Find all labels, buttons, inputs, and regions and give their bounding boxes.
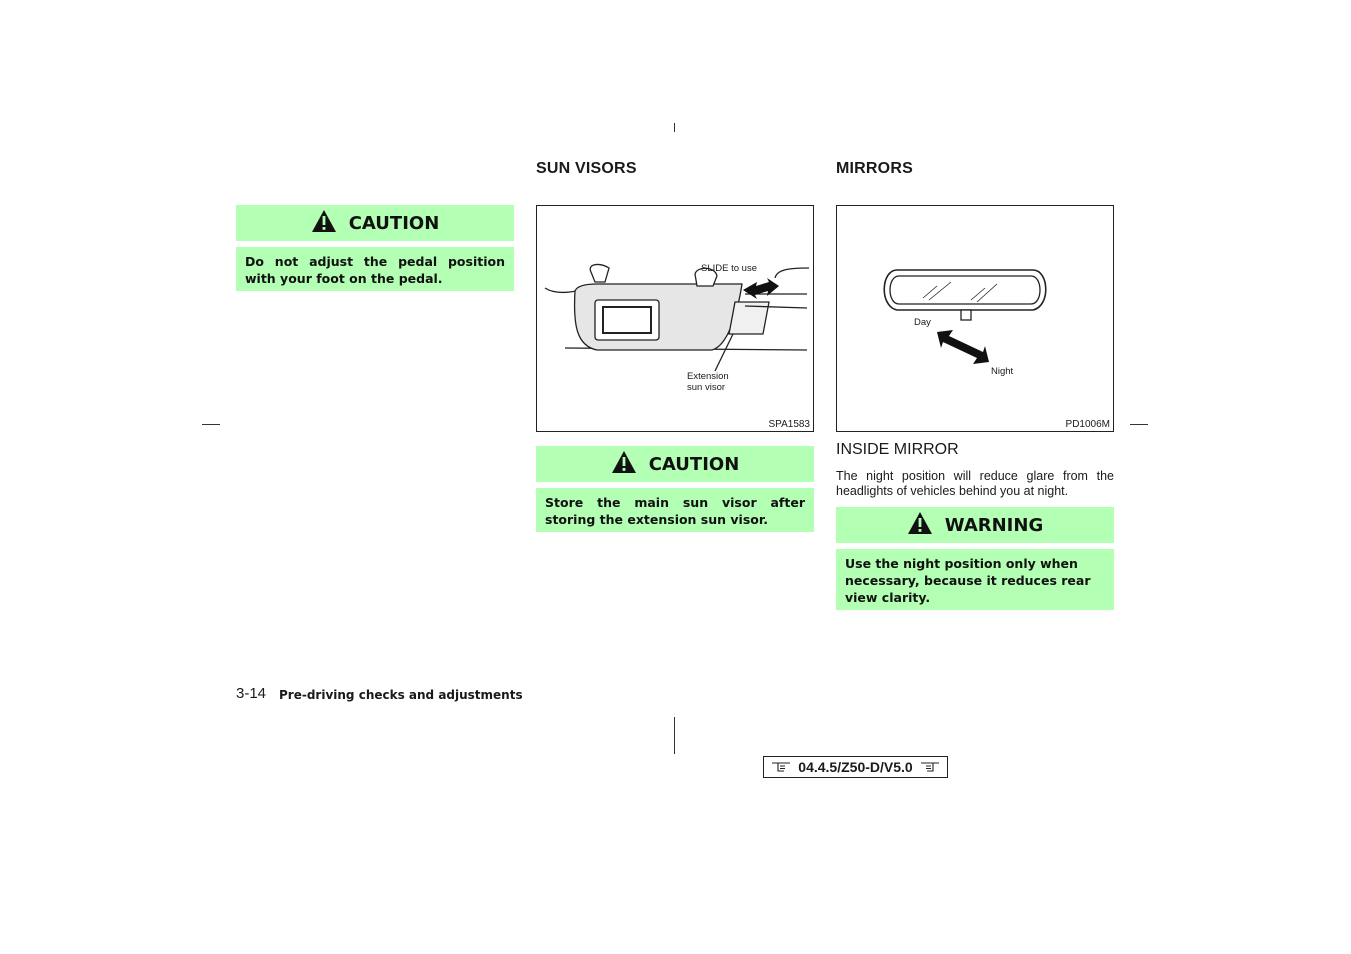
figure-label-night: Night	[991, 366, 1014, 377]
warning-triangle-icon	[907, 511, 933, 540]
caution-body-sun-visor: Store the main sun visor after storing t…	[536, 488, 814, 532]
warning-header-mirror: WARNING	[836, 507, 1114, 543]
caution-header-sun-visor: CAUTION	[536, 446, 814, 482]
crop-mark-top	[674, 123, 675, 132]
figure-code: PD1006M	[1065, 419, 1110, 430]
page-number: 3-14	[236, 685, 267, 702]
pointing-hand-left-icon	[919, 759, 941, 776]
pointing-hand-right-icon	[770, 759, 792, 776]
caution-header-pedal: CAUTION	[236, 205, 514, 241]
figure-label-day: Day	[914, 317, 931, 328]
day-night-arrow-icon	[937, 330, 989, 364]
figure-label-slide: SLIDE to use	[701, 263, 757, 274]
warning-triangle-icon	[311, 209, 337, 238]
warning-body-mirror: Use the night position only when necessa…	[836, 549, 1114, 610]
section-heading-mirrors: MIRRORS	[836, 160, 913, 177]
sun-visor-figure: SLIDE to use Extension sun visor SPA1583	[536, 205, 814, 432]
warning-triangle-icon	[611, 450, 637, 479]
slide-arrow-icon	[743, 278, 779, 299]
crop-mark-bottom	[674, 717, 675, 754]
caution-title: CAUTION	[648, 453, 740, 475]
section-heading-sun-visors: SUN VISORS	[536, 160, 637, 177]
version-box: 04.4.5/Z50-D/V5.0	[763, 756, 948, 778]
warning-title: WARNING	[944, 514, 1044, 536]
figure-label-extension-2: sun visor	[687, 382, 726, 393]
figure-code: SPA1583	[768, 419, 810, 430]
caution-title: CAUTION	[348, 212, 440, 234]
sun-visor-illustration	[544, 263, 810, 372]
footer-section-title: Pre-driving checks and adjustments	[279, 688, 523, 702]
version-text: 04.4.5/Z50-D/V5.0	[798, 759, 913, 775]
mirror-figure: Day Night PD1006M	[836, 205, 1114, 432]
inside-mirror-paragraph: The night position will reduce glare fro…	[836, 469, 1114, 498]
caution-body-pedal: Do not adjust the pedal position with yo…	[236, 247, 514, 291]
crop-mark-left	[202, 424, 220, 425]
subheading-inside-mirror: INSIDE MIRROR	[836, 441, 959, 458]
crop-mark-right	[1130, 424, 1148, 425]
figure-label-extension-1: Extension	[687, 371, 729, 382]
mirror-illustration	[883, 269, 1047, 364]
